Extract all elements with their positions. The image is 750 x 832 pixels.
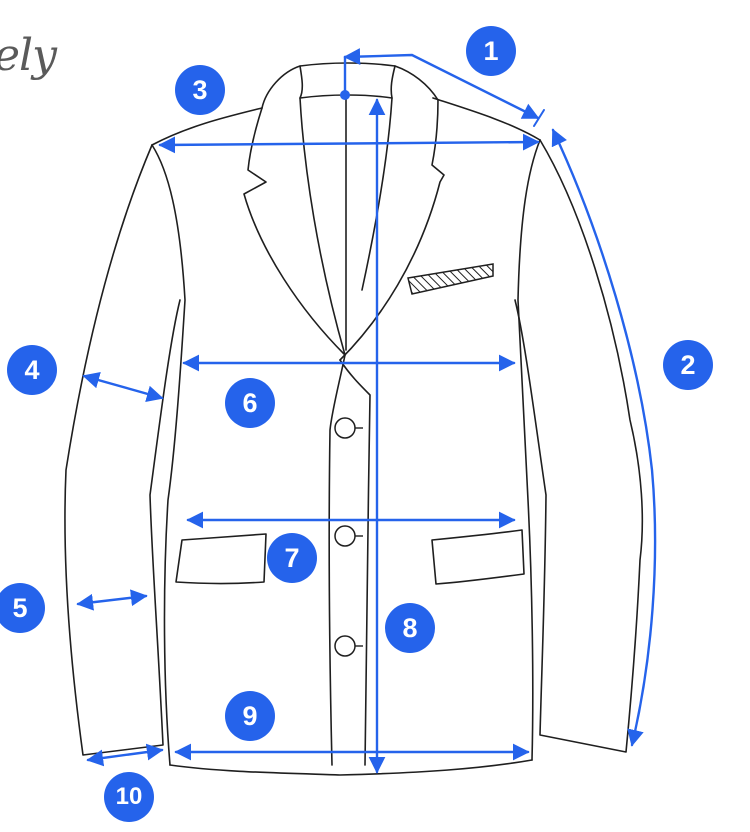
pocket-square — [407, 263, 494, 295]
body-left-side — [151, 144, 186, 766]
badge-10: 10 — [104, 772, 154, 822]
badge-9: 9 — [225, 691, 275, 741]
button-top — [334, 417, 356, 439]
front-opening — [328, 354, 346, 766]
neck-inner-left — [299, 97, 346, 356]
badge-1: 1 — [466, 26, 516, 76]
jacket-buttons — [334, 417, 356, 657]
jacket-hem — [169, 759, 533, 776]
badge-4: 4 — [7, 345, 57, 395]
badge-5: 5 — [0, 583, 45, 633]
shoulder-right — [432, 97, 541, 141]
line-2-sleeve-length — [551, 128, 657, 747]
line-10-cuff — [86, 743, 164, 767]
collar-seam-point — [340, 90, 350, 100]
right-lapel — [339, 99, 445, 361]
collar — [261, 62, 439, 109]
line-5-forearm — [76, 589, 148, 611]
line-1-collar — [343, 48, 540, 120]
right-pocket-flap — [431, 529, 525, 585]
front-overlap — [339, 359, 371, 766]
button-bottom — [334, 635, 356, 657]
left-pocket-flap — [175, 533, 267, 585]
body-right-side — [517, 139, 541, 761]
badge-2: 2 — [663, 340, 713, 390]
badge-6: 6 — [225, 378, 275, 428]
badge-7: 7 — [267, 533, 317, 583]
button-middle — [334, 525, 356, 547]
line-4-bicep — [82, 372, 164, 402]
badge-3: 3 — [175, 65, 225, 115]
left-sleeve — [64, 144, 181, 756]
badge-8: 8 — [385, 603, 435, 653]
right-sleeve — [514, 139, 644, 753]
brand-logo: ely — [0, 30, 57, 81]
line-3-shoulder-width — [158, 133, 540, 154]
